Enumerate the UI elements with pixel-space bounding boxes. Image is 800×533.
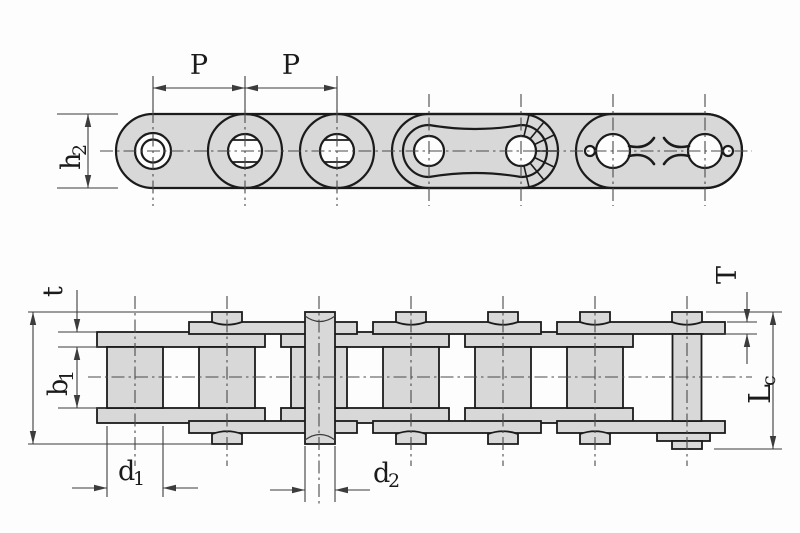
pin-dome (579, 311, 611, 326)
outer-plate (556, 321, 726, 335)
dimension-inner-plate-thickness-t: t (38, 286, 106, 348)
outer-plate (372, 321, 542, 335)
pin-end-domes-top (211, 311, 703, 326)
label-pitch-2: P (282, 50, 300, 81)
dimension-inner-width-b1: b 1 (43, 347, 106, 409)
dimension-outer-plate-thickness-T: T (704, 266, 757, 364)
label-h2: h 2 (56, 144, 91, 170)
svg-text:2: 2 (69, 144, 91, 156)
svg-text:T: T (712, 266, 743, 284)
pin-dome (671, 311, 703, 326)
bottom-view-centerlines (88, 296, 752, 506)
svg-text:L: L (743, 384, 778, 404)
pin-dome (211, 311, 243, 326)
dimension-plate-height-h2: h 2 (56, 113, 118, 189)
top-view-centerlines (100, 94, 752, 206)
inner-plate (96, 407, 266, 424)
label-T: T (712, 266, 743, 284)
dimension-pitch: P P (152, 50, 338, 112)
inner-plate (464, 407, 634, 424)
top-view-side-elevation: P P h 2 (56, 50, 752, 206)
svg-text:b: b (43, 379, 74, 396)
label-t: t (38, 286, 69, 297)
spring-clip-arms (627, 136, 691, 166)
dimension-pin-diameter-d2: d 2 (270, 446, 400, 502)
inner-plate (464, 331, 634, 348)
label-b1: b 1 (43, 370, 78, 396)
label-d1: d 1 (118, 456, 145, 490)
outer-plate (372, 420, 542, 434)
svg-text:1: 1 (133, 468, 145, 490)
svg-text:1: 1 (56, 370, 78, 382)
dimension-pin-length-Lc: L c (706, 311, 782, 450)
svg-text:d: d (373, 458, 390, 489)
connecting-pin (304, 311, 336, 445)
label-d2: d 2 (373, 458, 400, 492)
pin-dome (487, 311, 519, 326)
dimension-pin-length-left (28, 311, 212, 445)
svg-text:h: h (56, 153, 87, 170)
dimension-roller-diameter-d1: d 1 (72, 426, 198, 497)
retaining-clip (656, 432, 711, 450)
bottom-view-plan: t b 1 T (28, 266, 782, 506)
svg-text:d: d (118, 456, 135, 487)
svg-text:t: t (38, 286, 69, 297)
pin-dome (395, 311, 427, 326)
inner-plate (96, 331, 266, 348)
label-Lc: L c (743, 375, 780, 404)
svg-text:2: 2 (388, 470, 400, 492)
outer-plate (556, 420, 726, 434)
label-pitch-1: P (190, 50, 208, 81)
svg-text:c: c (758, 375, 780, 386)
